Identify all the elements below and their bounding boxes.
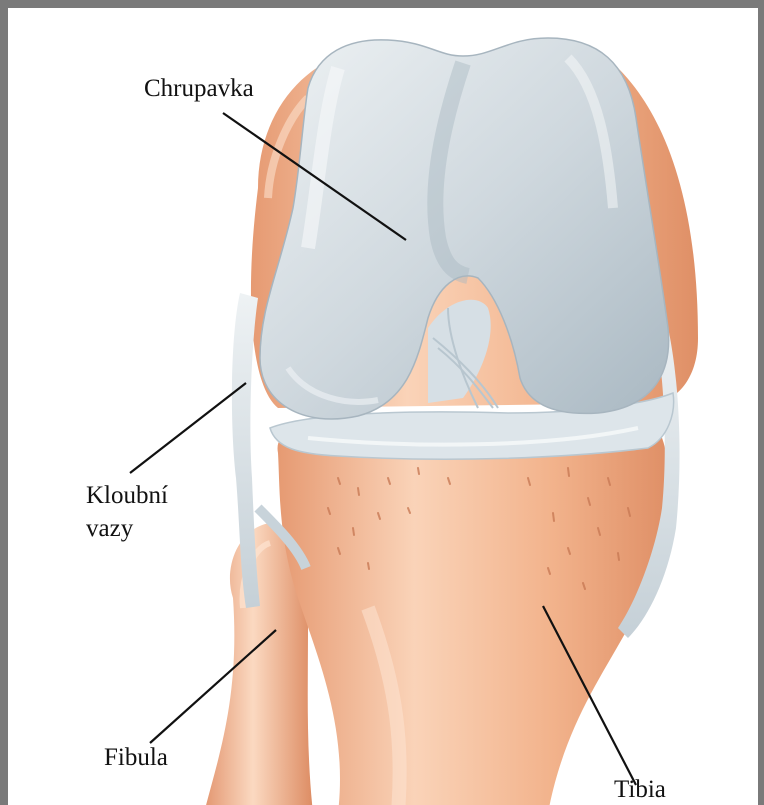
- tibia-bone: [278, 418, 669, 805]
- knee-joint-illustration: [8, 8, 764, 805]
- label-cartilage: Chrupavka: [144, 74, 254, 104]
- label-fibula: Fibula: [104, 743, 168, 773]
- label-tibia: Tibia: [614, 775, 666, 805]
- leader-line-ligaments: [130, 383, 246, 473]
- label-ligaments-line2: vazy: [86, 514, 133, 544]
- label-ligaments-line1: Kloubní: [86, 481, 168, 511]
